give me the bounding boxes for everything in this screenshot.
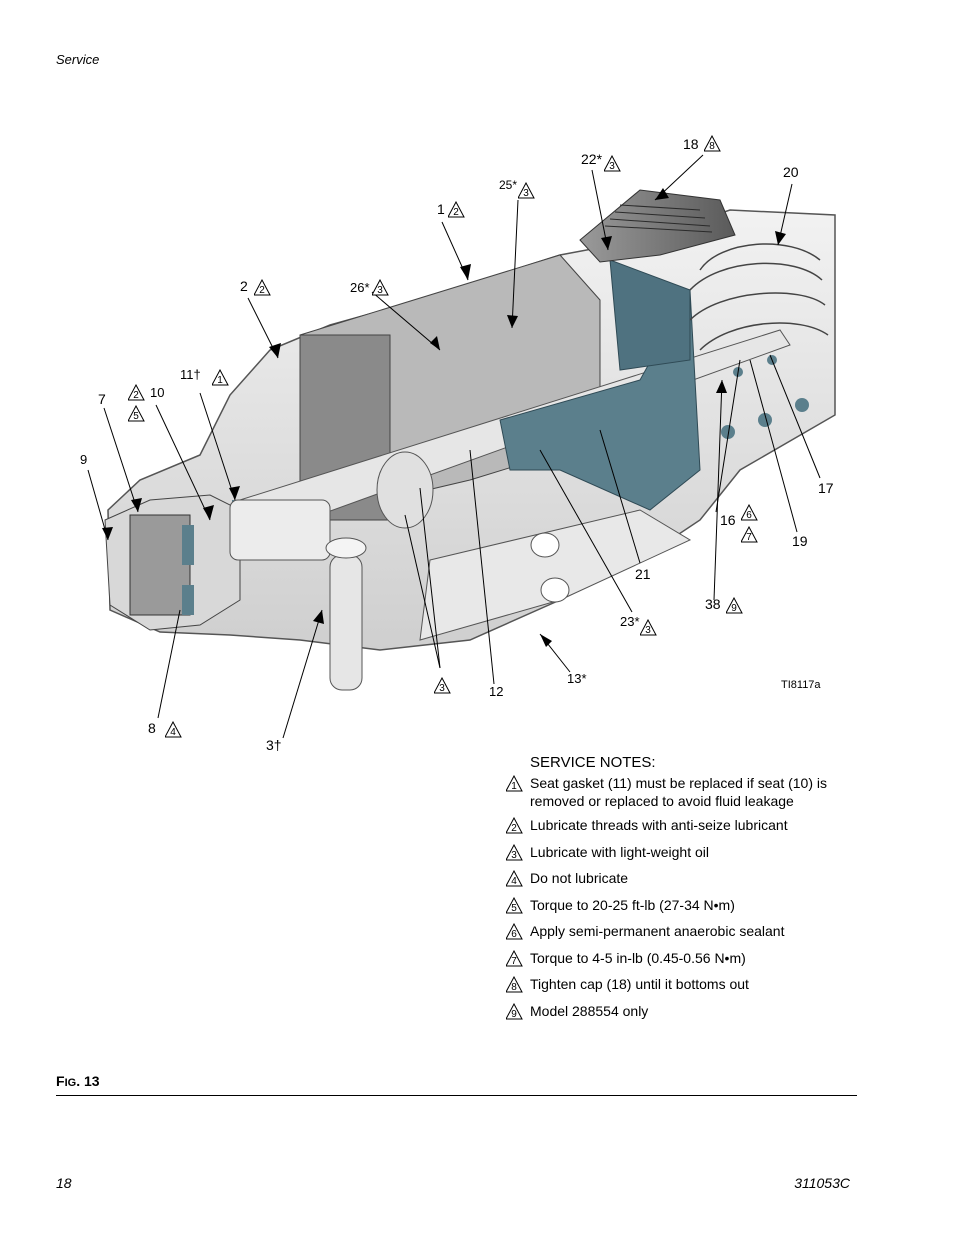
note-text: Torque to 4-5 in-lb (0.45-0.56 N•m): [530, 950, 746, 966]
callout-7: 7: [98, 391, 106, 407]
svg-text:5: 5: [133, 411, 139, 422]
svg-text:3: 3: [439, 683, 445, 694]
warning-triangle-icon: 6: [506, 923, 523, 940]
note-text: Model 288554 only: [530, 1003, 649, 1019]
warning-triangle-icon: 2: [506, 817, 523, 834]
svg-text:3: 3: [645, 625, 651, 636]
warning-triangle-icon: 3: [604, 155, 621, 172]
warning-triangle-icon: 1: [212, 369, 229, 386]
warning-triangle-icon: 4: [165, 721, 182, 738]
note-text: Lubricate with light-weight oil: [530, 844, 709, 860]
svg-text:3: 3: [609, 161, 615, 172]
callout-2: 2: [240, 278, 248, 294]
svg-text:3: 3: [377, 285, 383, 296]
note-text: Do not lubricate: [530, 870, 629, 886]
svg-text:2: 2: [259, 285, 265, 296]
warning-triangle-icon: 3: [518, 182, 535, 199]
figure-caption: FIG. 13: [56, 1073, 100, 1089]
caption-prefix-small: IG: [64, 1077, 77, 1089]
svg-text:2: 2: [133, 390, 139, 401]
callout-17: 17: [818, 480, 834, 496]
svg-text:6: 6: [746, 510, 752, 521]
callout-38: 38: [705, 596, 721, 612]
callout-26: 26*: [350, 280, 370, 295]
warning-triangle-icon: 9: [506, 1003, 523, 1020]
warning-triangle-icon: 3: [372, 279, 389, 296]
callout-19: 19: [792, 533, 808, 549]
warning-triangle-icon: 7: [741, 526, 758, 543]
svg-text:3: 3: [511, 850, 517, 861]
svg-text:7: 7: [511, 956, 517, 967]
svg-text:2: 2: [511, 823, 517, 834]
svg-text:9: 9: [511, 1009, 517, 1020]
note-text: Tighten cap (18) until it bottoms out: [530, 976, 749, 992]
note-text: Torque to 20-25 ft-lb (27-34 N•m): [530, 897, 735, 913]
callout-11: 11†: [180, 367, 201, 382]
svg-text:6: 6: [511, 929, 517, 940]
note-text: Seat gasket (11) must be replaced if sea…: [530, 775, 827, 809]
callout-25: 25*: [499, 178, 518, 192]
warning-triangle-icon: 8: [506, 976, 523, 993]
callout-12: 12: [489, 684, 504, 699]
svg-text:5: 5: [511, 903, 517, 914]
callout-10: 10: [150, 385, 165, 400]
service-notes-title: SERVICE NOTES:: [530, 754, 656, 771]
callout-13: 13*: [567, 671, 587, 686]
warning-triangle-icon: 4: [506, 870, 523, 887]
warning-triangle-icon: 2: [128, 384, 145, 401]
caption-prefix-big: F: [56, 1073, 65, 1089]
callout-1: 1: [437, 201, 445, 217]
svg-text:8: 8: [709, 141, 715, 152]
caption-number: . 13: [76, 1073, 100, 1089]
svg-text:4: 4: [170, 727, 176, 738]
warning-triangle-icon: 3: [506, 844, 523, 861]
callout-20: 20: [783, 164, 799, 180]
warning-triangle-icon: 7: [506, 950, 523, 967]
callout-16: 16: [720, 512, 736, 528]
warning-triangle-icon: 3: [640, 619, 657, 636]
svg-text:9: 9: [731, 603, 737, 614]
svg-text:1: 1: [217, 375, 223, 386]
tri-number: 2: [453, 207, 459, 218]
callout-8: 8: [148, 720, 156, 736]
callout-3-dagger: 3†: [266, 737, 282, 753]
warning-triangle-icon: 3: [434, 677, 451, 694]
callout-9: 9: [80, 452, 88, 467]
svg-text:1: 1: [511, 781, 517, 792]
svg-text:4: 4: [511, 876, 517, 887]
drawing-id: TI8117a: [781, 679, 821, 691]
svg-text:8: 8: [511, 982, 517, 993]
warning-triangle-icon: 5: [506, 897, 523, 914]
document-number: 311053C: [794, 1175, 850, 1191]
cross-section-figure: 1 2 2 2 25* 3 26* 3 22* 3 18 8 20 11† 1 …: [80, 135, 836, 753]
warning-triangle-icon: 9: [726, 597, 743, 614]
page-number: 18: [56, 1175, 72, 1191]
warning-triangle-icon: 8: [704, 135, 721, 152]
note-text: Apply semi-permanent anaerobic sealant: [530, 923, 785, 939]
caption-rule: [56, 1095, 857, 1096]
svg-text:3: 3: [523, 188, 529, 199]
warning-triangle-icon: 2: [254, 279, 271, 296]
page-header: Service: [56, 52, 100, 67]
callout-23: 23*: [620, 614, 640, 629]
warning-triangle-icon: 2: [448, 201, 465, 218]
gun-cross-section-drawing: [87, 154, 836, 739]
warning-triangle-icon: 6: [741, 504, 758, 521]
note-text: Lubricate threads with anti-seize lubric…: [530, 817, 788, 833]
callout-22: 22*: [581, 151, 603, 167]
svg-text:7: 7: [746, 532, 752, 543]
warning-triangle-icon: 5: [128, 405, 145, 422]
callout-18: 18: [683, 136, 699, 152]
callout-21: 21: [635, 566, 651, 582]
warning-triangle-icon: 1: [506, 775, 523, 792]
